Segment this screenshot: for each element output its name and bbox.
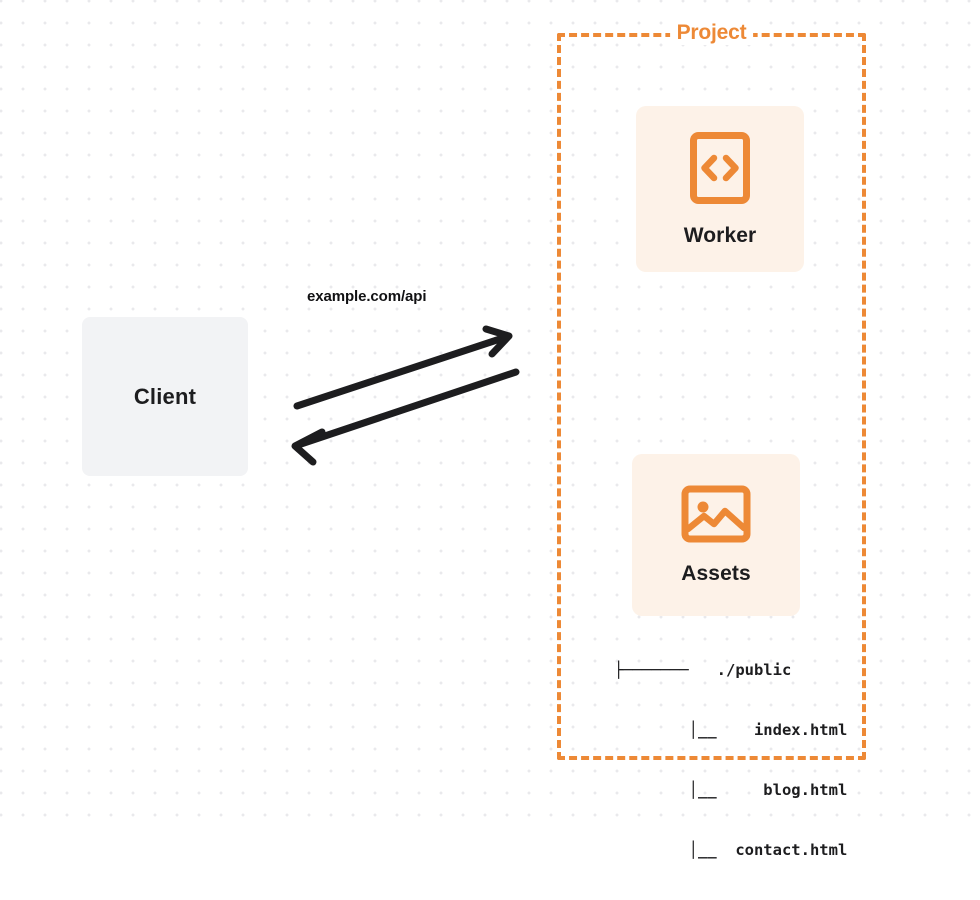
file-tree-line: │__ blog.html bbox=[614, 781, 848, 799]
file-tree-line: ├─────── ./public bbox=[614, 661, 792, 679]
node-assets[interactable]: Assets bbox=[632, 454, 800, 616]
image-icon bbox=[681, 485, 751, 548]
assets-file-tree: ├─────── ./public │__ index.html │__ blo… bbox=[614, 620, 847, 900]
arrow-response-head bbox=[291, 428, 326, 466]
group-project-title: Project bbox=[669, 21, 754, 45]
node-client[interactable]: Client bbox=[82, 317, 248, 476]
node-worker[interactable]: Worker bbox=[636, 106, 804, 272]
node-client-label: Client bbox=[133, 383, 197, 409]
arrow-response-line bbox=[297, 368, 520, 448]
arrow-request-line bbox=[293, 334, 507, 410]
file-tree-line: │__ index.html bbox=[614, 721, 848, 739]
arrow-request-head bbox=[482, 325, 513, 358]
group-project: Project Worker Assets bbox=[557, 21, 866, 859]
diagram-canvas: Client example.com/api Project Worker bbox=[0, 0, 980, 859]
code-brackets-icon bbox=[689, 131, 751, 210]
node-assets-label: Assets bbox=[681, 561, 751, 585]
file-tree-line: │__ contact.html bbox=[614, 841, 848, 859]
node-worker-label: Worker bbox=[683, 223, 757, 247]
edge-label-endpoint: example.com/api bbox=[307, 288, 427, 305]
